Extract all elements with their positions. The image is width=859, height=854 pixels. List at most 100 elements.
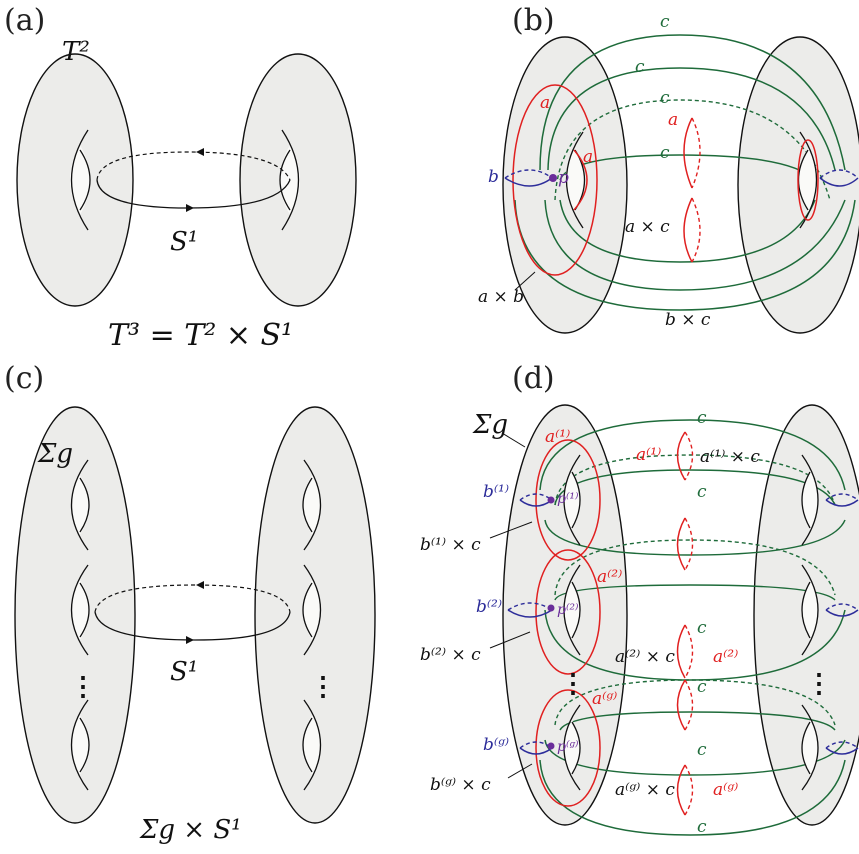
- a1-label: a⁽¹⁾: [545, 427, 570, 447]
- panel-c: (c): [4, 361, 376, 845]
- a2-mid-label: a⁽²⁾: [713, 647, 738, 667]
- panel-a: (a) T² S¹ T³ = T² × S¹: [4, 3, 357, 353]
- b-loop-right-dashed: [819, 169, 859, 179]
- a-middle-upper-solid: [683, 117, 693, 189]
- a-times-c-label: a × c: [625, 217, 670, 237]
- agc-label: a⁽ᵍ⁾ × c: [615, 780, 675, 800]
- a1c-label: a⁽¹⁾ × c: [700, 447, 760, 467]
- mid-2-dashed: [684, 517, 694, 571]
- panel-d: (d): [420, 361, 859, 837]
- b-loop-left-solid: [504, 177, 553, 187]
- a2-mid-dashed: [684, 624, 694, 679]
- sigma-g-pointer: [501, 432, 526, 448]
- panel-b: (b) c c c c a: [478, 3, 859, 334]
- c-label-d-1: c: [697, 408, 707, 428]
- p-label: p: [558, 168, 569, 188]
- panel-d-label: (d): [512, 361, 555, 396]
- a-middle-upper-dashed: [691, 117, 701, 189]
- s1-back-c: [94, 584, 291, 613]
- s1-label-c: S¹: [170, 657, 198, 687]
- b-times-c-label: b × c: [665, 310, 711, 330]
- b-label: b: [488, 167, 499, 187]
- right-hole-b: [798, 148, 818, 212]
- pg-label: p⁽ᵍ⁾: [557, 739, 579, 755]
- right-holes-c: [302, 459, 322, 791]
- c-label-2: c: [635, 57, 645, 77]
- s1-label-a: S¹: [170, 227, 198, 257]
- a-label-1: a: [540, 93, 550, 113]
- dots-right-d: ⋮: [806, 669, 832, 699]
- ag-label: a⁽ᵍ⁾: [592, 689, 617, 709]
- caption-c: Σg × S¹: [139, 815, 242, 845]
- ag-mid-dashed: [684, 764, 694, 816]
- left-holes-c: [70, 459, 90, 791]
- left-hole-curve-2: [79, 149, 91, 211]
- c-loop-2-bottom: [544, 199, 846, 291]
- left-holes-d: [563, 454, 581, 791]
- b2-right-solid: [825, 609, 859, 617]
- a-middle-lower-solid: [683, 197, 693, 263]
- t2-label: T²: [62, 37, 90, 67]
- b2c-pointer: [489, 631, 531, 649]
- mid-2-solid: [676, 517, 686, 571]
- s1-back-a: [96, 151, 291, 181]
- a-times-b-pointer: [514, 271, 536, 291]
- left-hole-b-curve-1: [565, 131, 584, 229]
- mid-4-dashed: [684, 679, 694, 731]
- sigma-g-label-c: Σg: [37, 439, 73, 469]
- arrow-top-a: [196, 148, 204, 156]
- b2-label: b⁽²⁾: [476, 597, 502, 617]
- a1-mid-label: a⁽¹⁾: [636, 445, 661, 465]
- ag-mid-label: a⁽ᵍ⁾: [713, 780, 738, 800]
- c-label-d-2: c: [697, 482, 707, 502]
- dots-right-c: ⋮: [310, 672, 336, 702]
- p1-label: p⁽¹⁾: [557, 491, 579, 507]
- arrow-bottom-a: [186, 204, 194, 212]
- b1c-pointer: [489, 521, 533, 539]
- p2-label: p⁽²⁾: [557, 602, 579, 618]
- right-hole-curve-1: [281, 129, 300, 231]
- arrow-bottom-c: [186, 636, 194, 644]
- right-hole-b-curve-1: [799, 131, 818, 229]
- b1c-label: b⁽¹⁾ × c: [420, 535, 481, 555]
- c-label-d-6: c: [697, 817, 707, 837]
- a-label-2: a: [668, 110, 678, 130]
- b1-label: b⁽¹⁾: [483, 482, 509, 502]
- panel-b-label: (b): [512, 3, 555, 38]
- caption-a: T³ = T² × S¹: [108, 318, 293, 353]
- left-hole-curve-1: [70, 129, 89, 231]
- c-loop-2-top: [547, 67, 836, 171]
- bg-label: b⁽ᵍ⁾: [483, 735, 509, 755]
- a1-mid-dashed: [684, 431, 694, 481]
- c-label-d-3: c: [697, 618, 707, 638]
- ag-mid-solid: [676, 764, 686, 816]
- bg-solid: [519, 747, 553, 755]
- a2-label: a⁽²⁾: [597, 567, 622, 587]
- a-middle-lower-dashed: [691, 197, 701, 263]
- s1-front-c: [94, 611, 291, 641]
- bgc-label: b⁽ᵍ⁾ × c: [430, 775, 491, 795]
- dots-left-c: ⋮: [70, 672, 96, 702]
- ag-loop: [535, 689, 601, 807]
- right-hole-curve-2: [279, 149, 291, 211]
- panel-a-label: (a): [4, 3, 45, 38]
- point-p-b: [549, 174, 557, 182]
- point-p1: [547, 496, 555, 504]
- left-hole-b: [565, 148, 585, 212]
- mid-4-solid: [676, 679, 686, 731]
- c-label-d-4: c: [697, 677, 707, 697]
- b1-right-solid: [825, 499, 859, 507]
- a1-mid-solid: [676, 431, 686, 481]
- b2-solid: [507, 609, 553, 618]
- b-loop-right-solid: [819, 177, 859, 187]
- point-p2: [547, 604, 555, 612]
- c-label-d-5: c: [697, 740, 707, 760]
- b2-right-dashed: [825, 603, 859, 611]
- a2-loop: [535, 549, 601, 675]
- dots-left-d: ⋮: [560, 669, 586, 699]
- c-loop-outer-top: [539, 34, 846, 171]
- bg-right-solid: [825, 747, 859, 755]
- a2c-label: a⁽²⁾ × c: [615, 647, 675, 667]
- c-label-3: c: [660, 88, 670, 108]
